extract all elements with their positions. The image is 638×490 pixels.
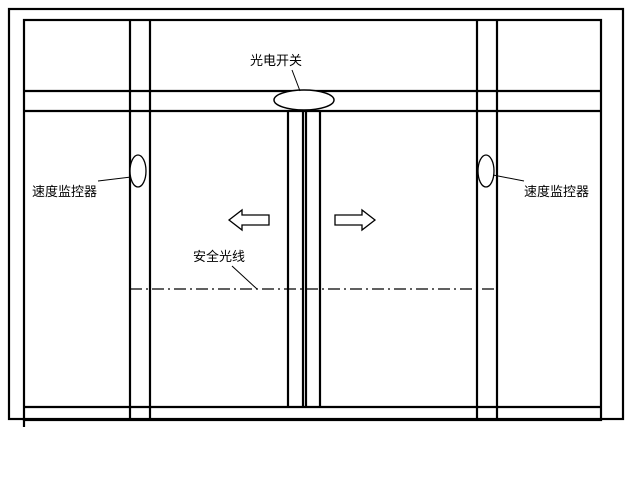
safety-beam-label: 安全光线	[193, 249, 245, 265]
inner-frame	[22, 18, 603, 422]
leader-speed-monitor-left	[97, 176, 132, 182]
outer-frame	[7, 7, 625, 421]
leader-photo-switch	[291, 69, 301, 92]
photo-switch-label: 光电开关	[250, 54, 302, 69]
arrow-right-icon	[334, 208, 377, 232]
leader-safety-beam	[231, 265, 258, 290]
speed-monitor-right-label: 速度监控器	[524, 184, 589, 200]
speed-monitor-left-sensor	[129, 154, 147, 188]
leader-speed-monitor-right	[492, 174, 525, 182]
arrow-left-icon	[227, 208, 270, 232]
speed-monitor-right-sensor	[477, 154, 495, 188]
speed-monitor-left-label: 速度监控器	[32, 184, 97, 200]
photo-switch-sensor	[273, 89, 335, 111]
